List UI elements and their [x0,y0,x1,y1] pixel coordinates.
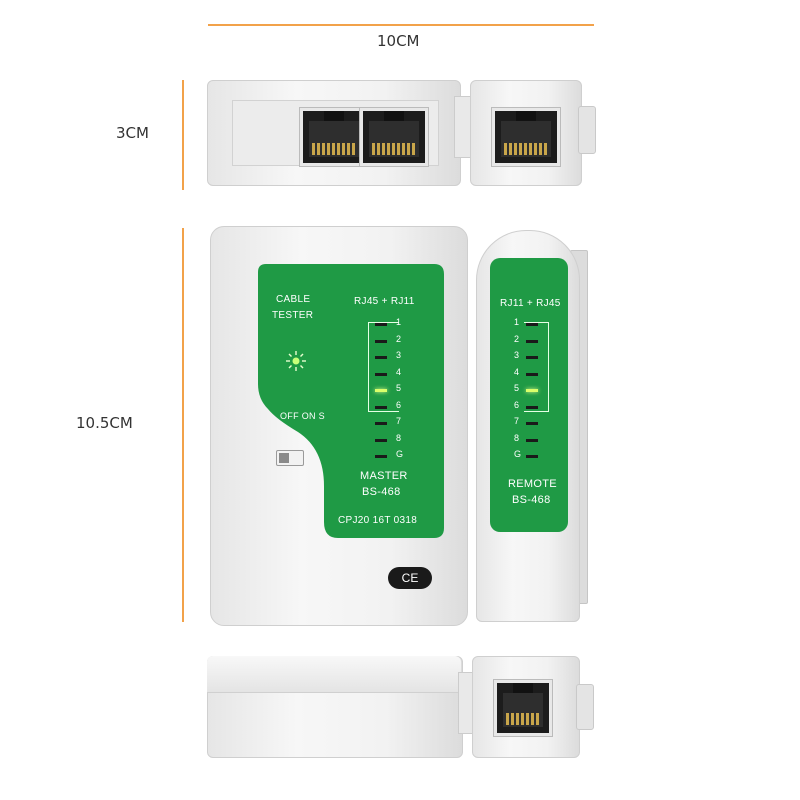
remote-ports-label: RJ11 + RJ45 [500,298,561,309]
remote-led-6 [526,405,538,409]
remote-led-label: 7 [514,416,520,426]
master-bottom-ridge [207,656,461,693]
master-title-line2: TESTER [272,310,314,321]
master-rj11-port [360,108,428,166]
remote-led-label: 4 [514,366,520,377]
master-led-bracket [368,322,399,412]
master-led-G [375,455,387,458]
remote-model-line2: BS-468 [512,494,551,506]
remote-led-label: 2 [514,333,520,344]
master-led-label: 2 [396,333,402,344]
remote-led-8 [526,438,538,442]
master-led-5 [375,389,387,392]
master-led-label: 3 [396,350,402,360]
remote-led-bracket [524,322,549,412]
remote-top-body [470,80,582,186]
master-led-4 [375,372,387,376]
master-ports-label: RJ45 + RJ11 [354,296,415,307]
master-led-label: 7 [396,416,402,426]
remote-led-4 [526,372,538,376]
remote-led-2 [526,339,538,343]
remote-led-5 [526,389,538,392]
remote-bottom-side-clip [576,684,594,730]
ce-mark: CE [388,567,432,589]
width-dimension-label: 10CM [377,32,420,50]
remote-led-label: 3 [514,350,520,360]
remote-led-1 [526,323,538,326]
master-code: CPJ20 16T 0318 [338,515,418,526]
master-green-panel [258,264,444,538]
master-rj45-port [300,108,368,166]
remote-green-panel [490,258,568,532]
remote-top-side-clip [578,106,596,154]
height-top-dimension-line [182,80,184,190]
remote-led-label: 8 [514,432,520,443]
remote-model-line1: REMOTE [508,478,557,490]
master-model-line2: BS-468 [362,486,401,498]
master-led-label: 5 [396,383,402,393]
master-led-2 [375,339,387,343]
master-led-label: 4 [396,366,402,377]
master-led-3 [375,356,387,359]
master-switch-label: OFF ON S [280,411,325,421]
remote-led-label: 6 [514,399,520,410]
remote-led-label: 1 [514,317,520,327]
power-switch-knob[interactable] [279,453,289,463]
master-led-7 [375,422,387,425]
master-led-label: G [396,449,404,459]
master-led-8 [375,438,387,442]
width-dimension-line [208,24,594,26]
master-model-line1: MASTER [360,470,408,482]
remote-led-label: G [514,449,522,459]
remote-led-label: 5 [514,383,520,393]
master-title-line1: CABLE [276,294,311,305]
height-front-dimension-label: 10.5CM [76,414,133,432]
master-led-label: 1 [396,317,402,327]
remote-rj11-port [494,680,552,736]
remote-led-7 [526,422,538,425]
master-led-label: 8 [396,432,402,443]
power-led-icon [286,351,306,371]
remote-led-3 [526,356,538,359]
master-led-6 [375,405,387,409]
remote-rj45-port [492,108,560,166]
height-top-dimension-label: 3CM [116,124,149,142]
height-front-dimension-line [182,228,184,622]
master-led-1 [375,323,387,326]
power-switch[interactable] [276,450,304,466]
remote-led-G [526,455,538,458]
master-led-label: 6 [396,399,402,410]
